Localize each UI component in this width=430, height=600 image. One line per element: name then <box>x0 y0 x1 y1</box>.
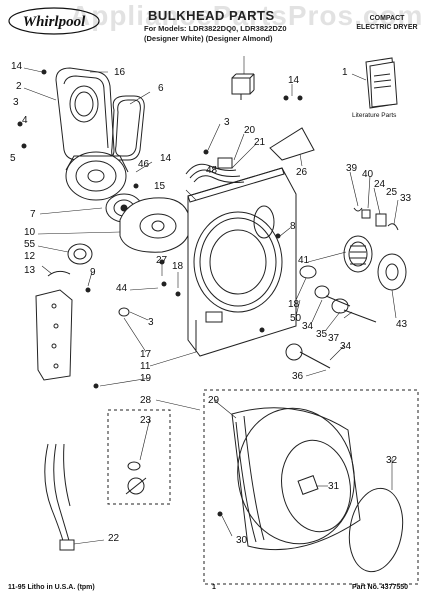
callout-number: 21 <box>254 137 266 148</box>
watermark-text: AppliancePartsPros.com <box>70 0 424 31</box>
drum-rollers-illustration <box>285 265 377 369</box>
callout-number: 3 <box>148 317 154 328</box>
product-type: COMPACT ELECTRIC DRYER <box>348 14 426 32</box>
callout-number: 36 <box>292 371 304 382</box>
callout-number: 30 <box>236 535 248 546</box>
callout-number: 25 <box>386 187 398 198</box>
callout-number: 13 <box>24 265 36 276</box>
page-title: BULKHEAD PARTS <box>148 8 275 23</box>
drum-illustration <box>231 407 361 551</box>
callout-number: 44 <box>116 283 128 294</box>
callout-number: 40 <box>362 169 374 180</box>
callout-number: 15 <box>154 181 166 192</box>
callout-number: 41 <box>298 255 310 266</box>
literature-label: Literature Parts <box>352 112 397 119</box>
callout-number: 12 <box>24 251 36 262</box>
footer-litho: 11-95 Litho in U.S.A. (tpm) <box>8 584 95 591</box>
side-bracket-illustration <box>35 289 73 381</box>
mounting-bracket-illustration <box>269 127 315 161</box>
callout-number: 34 <box>340 341 352 352</box>
variant-line: (Designer White) (Designer Almond) <box>144 34 273 43</box>
callout-number: 18 <box>288 299 300 310</box>
callout-number: 29 <box>208 395 220 406</box>
callout-number: 32 <box>386 455 398 466</box>
product-type-line2: ELECTRIC DRYER <box>356 24 418 31</box>
idler-spring-illustration <box>47 270 71 277</box>
callout-number: 8 <box>290 221 296 232</box>
callout-number: 27 <box>156 255 168 266</box>
callout-number: 39 <box>346 163 358 174</box>
blower-fan-housing-illustration <box>65 151 129 201</box>
model-line: For Models: LDR3822DQ0, LDR3822DZ0 <box>144 24 287 33</box>
callout-number: 48 <box>206 165 218 176</box>
bulkhead-panel-illustration <box>187 167 297 357</box>
callout-number: 43 <box>396 319 408 330</box>
callout-number: 5 <box>10 153 16 164</box>
callout-number: 7 <box>30 209 36 220</box>
callout-number: 3 <box>224 117 230 128</box>
motor-switch-illustration <box>231 73 255 100</box>
wire-harness-illustration <box>44 443 75 551</box>
callout-number: 14 <box>288 75 300 86</box>
callout-number: 14 <box>160 153 172 164</box>
callout-number: 16 <box>114 67 126 78</box>
callout-number: 23 <box>140 415 152 426</box>
callout-number: 26 <box>296 167 308 178</box>
callout-number: 35 <box>316 329 328 340</box>
bracket-clip-illustration <box>118 307 130 317</box>
callout-number: 11 <box>140 361 151 372</box>
callout-number: 19 <box>140 373 152 384</box>
callout-number: 34 <box>302 321 314 332</box>
literature-booklet-illustration <box>365 57 398 109</box>
callout-number: 4 <box>22 115 28 126</box>
callout-number: 46 <box>138 159 150 170</box>
belt-group-box <box>107 409 171 505</box>
callout-number: 18 <box>172 261 184 272</box>
footer-page-number: 1 <box>212 584 216 591</box>
screws-illustration <box>17 69 303 517</box>
callout-number: 22 <box>108 533 120 544</box>
callout-number: 2 <box>16 81 22 92</box>
callout-number: 55 <box>24 239 36 250</box>
footer-part-number: Part No. 4377550 <box>352 584 409 591</box>
callout-number: 50 <box>290 313 302 324</box>
bearing-housing-illustration <box>119 197 191 253</box>
idler-pulley-illustration <box>67 243 93 265</box>
callout-number: 37 <box>328 333 340 344</box>
callout-number: 10 <box>24 227 36 238</box>
callout-number: 24 <box>374 179 386 190</box>
brand-name: Whirlpool <box>23 14 86 30</box>
heater-assembly-illustration <box>343 207 407 291</box>
drum-seal-illustration <box>348 487 404 573</box>
callout-number: 9 <box>90 267 96 278</box>
callout-number: 20 <box>244 125 256 136</box>
brand-logo: Whirlpool <box>8 7 100 35</box>
callout-number: 6 <box>158 83 164 94</box>
seal-ring-illustration <box>111 95 145 161</box>
callout-number: 14 <box>11 61 23 72</box>
product-type-line1: COMPACT <box>369 15 405 22</box>
callout-number: 1 <box>342 67 348 78</box>
callout-number: 33 <box>400 193 412 204</box>
callout-number: 17 <box>140 349 152 360</box>
belt-and-clips-illustration <box>125 461 147 495</box>
blower-housing-illustration <box>55 67 115 161</box>
callout-number: 31 <box>328 481 340 492</box>
callout-number: 3 <box>13 97 19 108</box>
callout-number: 28 <box>140 395 152 406</box>
